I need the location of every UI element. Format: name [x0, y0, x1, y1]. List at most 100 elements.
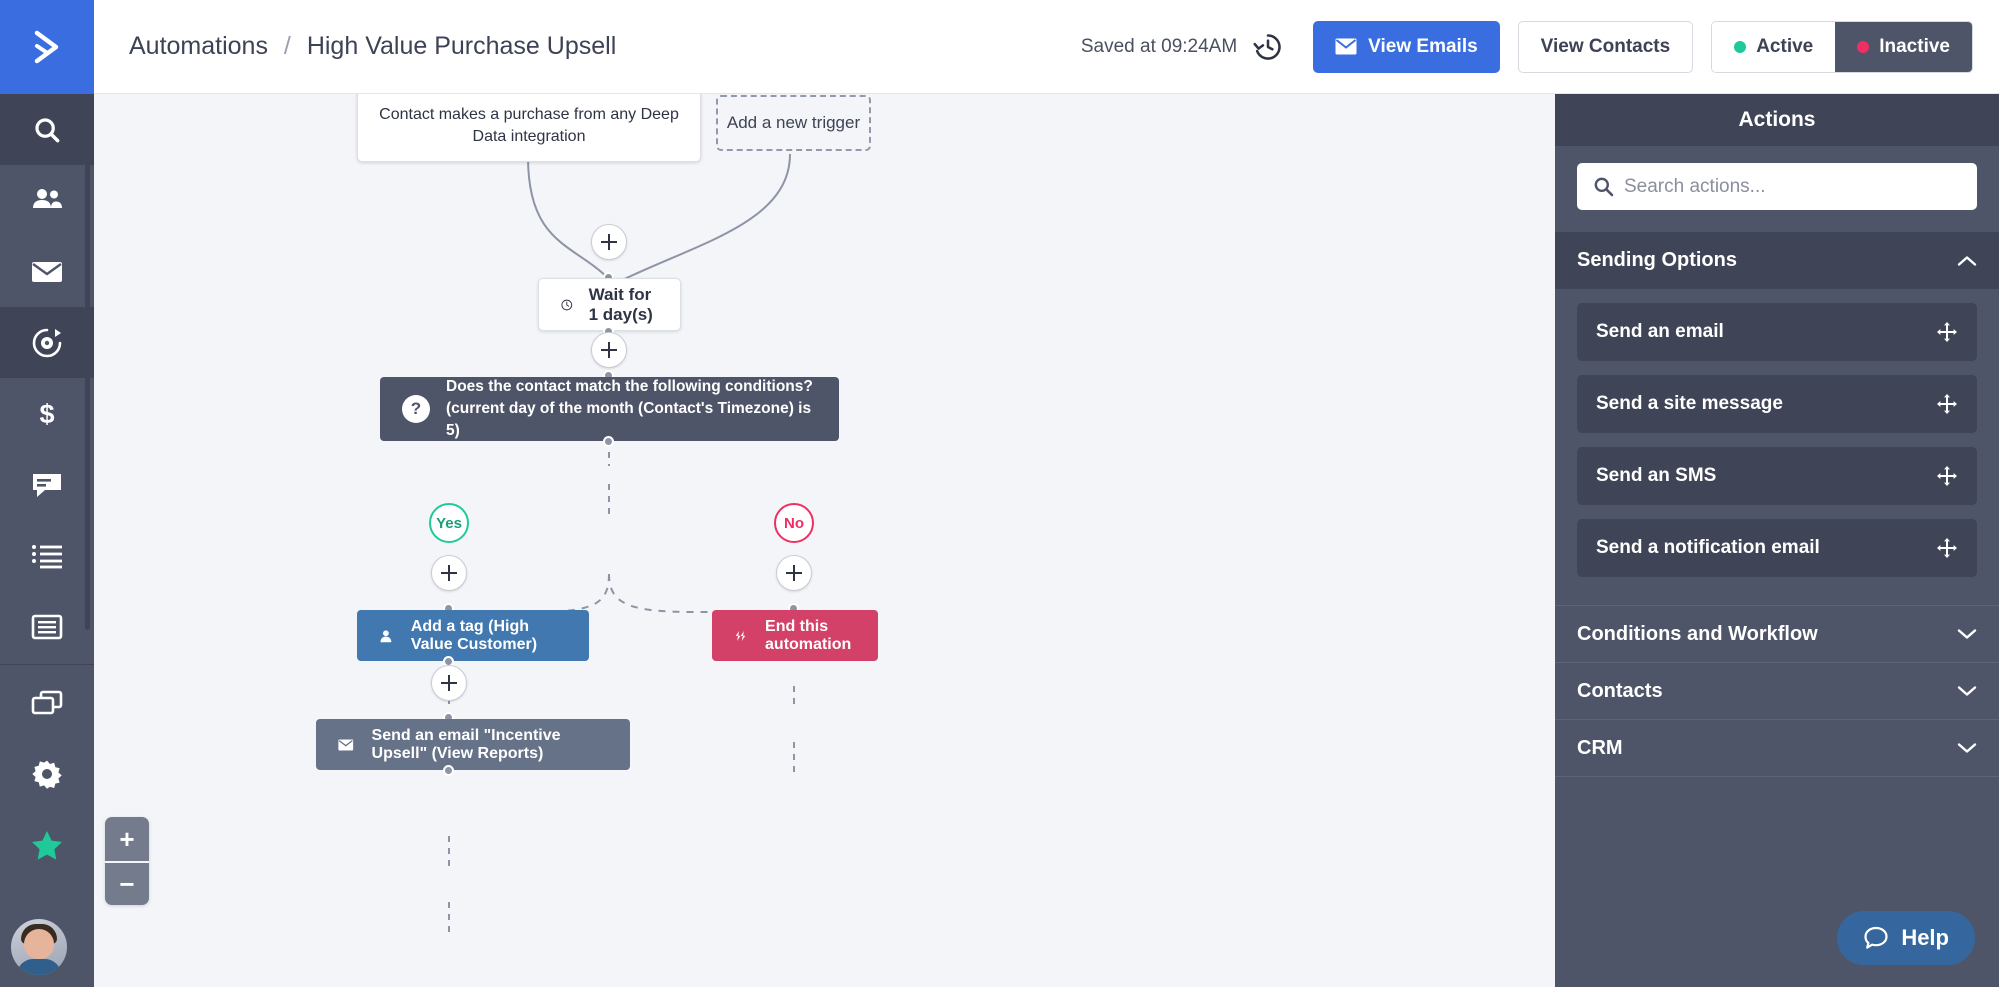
sidebar-item-settings[interactable]	[0, 738, 94, 809]
rail-divider	[0, 664, 94, 665]
history-button[interactable]	[1249, 28, 1287, 66]
help-button[interactable]: Help	[1837, 911, 1975, 965]
node-trigger[interactable]: Contact makes a purchase from any Deep D…	[357, 94, 701, 162]
actions-panel-title: Actions	[1555, 94, 1999, 146]
page-title: High Value Purchase Upsell	[306, 32, 617, 60]
sidebar-item-lists[interactable]	[0, 520, 94, 591]
status-active-label: Active	[1756, 35, 1814, 57]
node-wait-label: Wait for 1 day(s)	[588, 284, 653, 324]
node-add-trigger[interactable]: Add a new trigger	[716, 95, 871, 151]
breadcrumb-parent-link[interactable]: Automations	[129, 32, 268, 60]
top-bar-actions: Saved at 09:24AM View Emails View Contac…	[1080, 20, 1973, 73]
add-step-button-after-addtag[interactable]	[431, 665, 467, 701]
automation-canvas[interactable]: Contact makes a purchase from any Deep D…	[94, 94, 1555, 987]
search-actions-box[interactable]	[1577, 163, 1977, 210]
breadcrumb: Automations / High Value Purchase Upsell	[129, 32, 616, 61]
drag-handle-icon	[1937, 394, 1957, 414]
group-header-conditions-and-workflow[interactable]: Conditions and Workflow	[1555, 605, 1999, 662]
group-header-sending-options[interactable]: Sending Options	[1555, 232, 1999, 289]
actions-panel: Actions Sending Options Send an email	[1555, 94, 1999, 987]
node-end-automation-label: End this automation	[765, 617, 852, 653]
view-emails-button[interactable]: View Emails	[1313, 20, 1500, 73]
left-nav-rail: $	[0, 0, 94, 987]
envelope-icon	[32, 261, 62, 282]
search-icon	[35, 117, 60, 142]
sidebar-item-deals[interactable]: $	[0, 378, 94, 449]
zoom-out-button[interactable]: −	[105, 861, 149, 905]
avatar-face	[24, 929, 54, 959]
sidebar-item-search[interactable]	[0, 94, 94, 165]
saved-status: Saved at 09:24AM	[1080, 35, 1238, 57]
top-bar: Automations / High Value Purchase Upsell…	[94, 0, 1999, 94]
history-clock-icon	[1253, 33, 1281, 60]
add-step-button-junction[interactable]	[591, 224, 627, 260]
node-wait[interactable]: Wait for 1 day(s)	[538, 278, 681, 331]
group-header-contacts[interactable]: Contacts	[1555, 662, 1999, 719]
branch-badge-yes[interactable]: Yes	[429, 503, 469, 543]
chevron-down-icon	[1957, 686, 1977, 696]
status-inactive-label: Inactive	[1879, 35, 1950, 57]
sidebar-item-favorites[interactable]	[0, 809, 94, 880]
node-send-email-label: Send an email "Incentive Upsell" (View R…	[371, 726, 561, 762]
node-anchor-condition-bottom	[603, 436, 614, 447]
chevron-up-icon	[1957, 255, 1977, 266]
sidebar-item-contacts[interactable]	[0, 165, 94, 236]
sidebar-item-conversations[interactable]	[0, 449, 94, 520]
action-item-send-a-site-message[interactable]: Send a site message	[1577, 375, 1977, 433]
branch-yes-label: Yes	[436, 514, 462, 532]
group-label-contacts: Contacts	[1577, 679, 1663, 702]
group-header-crm[interactable]: CRM	[1555, 719, 1999, 776]
svg-text:$: $	[39, 399, 54, 429]
view-contacts-button[interactable]: View Contacts	[1517, 20, 1694, 73]
view-emails-label: View Emails	[1368, 35, 1478, 57]
action-item-send-a-notification-email[interactable]: Send a notification email	[1577, 519, 1977, 577]
node-trigger-label: Contact makes a purchase from any Deep D…	[379, 105, 679, 145]
star-icon	[31, 830, 62, 860]
connector-lines	[448, 153, 795, 932]
view-contacts-label: View Contacts	[1540, 35, 1671, 57]
node-add-tag[interactable]: Add a tag (High Value Customer)	[357, 610, 589, 661]
status-active-option[interactable]: Active	[1712, 21, 1836, 72]
sidebar-item-campaigns[interactable]	[0, 236, 94, 307]
action-label: Send an email	[1596, 321, 1724, 342]
drag-handle-icon	[1937, 322, 1957, 342]
avatar[interactable]	[11, 919, 67, 975]
avatar-body	[17, 959, 61, 975]
node-condition[interactable]: ? Does the contact match the following c…	[380, 377, 839, 441]
status-inactive-option[interactable]: Inactive	[1835, 21, 1972, 72]
zoom-in-button[interactable]: +	[105, 817, 149, 861]
action-item-send-an-email[interactable]: Send an email	[1577, 303, 1977, 361]
add-step-button-no[interactable]	[776, 555, 812, 591]
contacts-icon	[33, 188, 62, 208]
add-step-button-after-wait[interactable]	[591, 332, 627, 368]
gear-icon	[32, 760, 62, 789]
branch-no-label: No	[784, 514, 804, 532]
app-logo[interactable]	[0, 0, 94, 94]
help-label: Help	[1901, 925, 1949, 950]
drag-handle-icon	[1937, 466, 1957, 486]
sidebar-item-pages[interactable]	[0, 667, 94, 738]
action-item-send-an-sms[interactable]: Send an SMS	[1577, 447, 1977, 505]
sidebar-item-automations[interactable]	[0, 307, 94, 378]
envelope-icon	[338, 739, 354, 750]
envelope-icon	[1335, 38, 1357, 55]
group-label-conditions-and-workflow: Conditions and Workflow	[1577, 622, 1818, 645]
branch-badge-no[interactable]: No	[774, 503, 814, 543]
sidebar-item-forms[interactable]	[0, 591, 94, 662]
zoom-controls: + −	[105, 817, 149, 905]
status-toggle-group: Active Inactive	[1711, 20, 1973, 73]
node-condition-label: Does the contact match the following con…	[446, 378, 813, 439]
search-actions-input[interactable]	[1624, 175, 1961, 198]
add-step-button-yes[interactable]	[431, 555, 467, 591]
node-add-tag-label: Add a tag (High Value Customer)	[410, 617, 538, 653]
node-send-email[interactable]: Send an email "Incentive Upsell" (View R…	[316, 719, 630, 770]
question-mark-icon: ?	[402, 395, 430, 423]
activecampaign-chevron-logo-icon	[34, 30, 59, 64]
rail-scrollbar[interactable]	[85, 150, 90, 630]
node-end-automation[interactable]: End this automation	[712, 610, 878, 661]
group-label-crm: CRM	[1577, 736, 1623, 759]
rail-item-list: $	[0, 94, 94, 880]
chat-bubble-icon	[1864, 926, 1888, 949]
clock-icon	[561, 299, 573, 310]
